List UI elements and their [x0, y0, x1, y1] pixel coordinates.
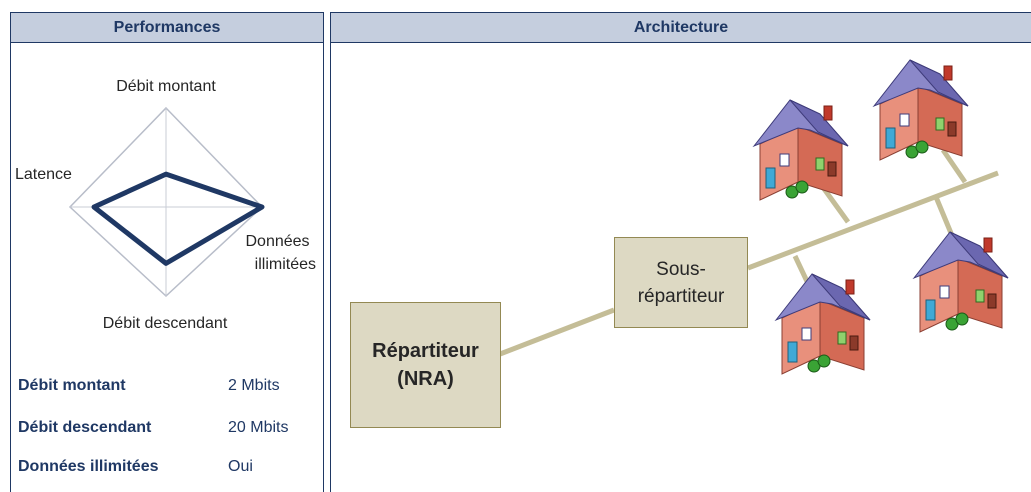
house-icon: [873, 59, 969, 161]
distribution-line: [747, 170, 999, 271]
repartiteur-nra-label: Répartiteur (NRA): [372, 340, 479, 390]
repartiteur-nra-box: Répartiteur (NRA): [350, 302, 501, 428]
metric-row: Débit descendant 20 Mbits: [18, 415, 318, 441]
performances-panel: [10, 43, 324, 492]
house-icon: [775, 273, 871, 375]
metric-value: Oui: [228, 458, 253, 475]
branch-line: [819, 184, 851, 224]
sous-repartiteur-label: Sous-répartiteur: [637, 258, 725, 307]
performance-radar-chart: Débit montant Latence Données illimitées…: [15, 78, 317, 332]
metric-label: Débit montant: [18, 377, 126, 394]
architecture-title: Architecture: [633, 18, 729, 36]
sous-repartiteur-box: Sous-répartiteur: [614, 237, 748, 328]
house-icon: [753, 99, 849, 201]
branch-line: [940, 148, 968, 184]
metric-label: Débit descendant: [18, 419, 152, 436]
trunk-line-nra: [499, 307, 615, 357]
metric-label: Données illimitées: [18, 458, 159, 475]
radar-label-left: Latence: [15, 166, 72, 183]
architecture-panel: [330, 43, 1031, 492]
house-icon: [913, 231, 1009, 333]
radar-data-polygon: [91, 171, 265, 266]
metric-value: 20 Mbits: [228, 419, 289, 436]
metric-row: Données illimitées Oui: [18, 454, 318, 480]
performances-title: Performances: [113, 18, 221, 36]
radar-label-right: Données illimitées: [246, 233, 317, 273]
metric-row: Débit montant 2 Mbits: [18, 373, 318, 399]
performances-header: Performances: [10, 12, 324, 43]
metric-value: 2 Mbits: [228, 377, 280, 394]
radar-label-top: Débit montant: [116, 78, 216, 95]
architecture-header: Architecture: [330, 12, 1031, 43]
radar-label-bottom: Débit descendant: [103, 315, 228, 332]
